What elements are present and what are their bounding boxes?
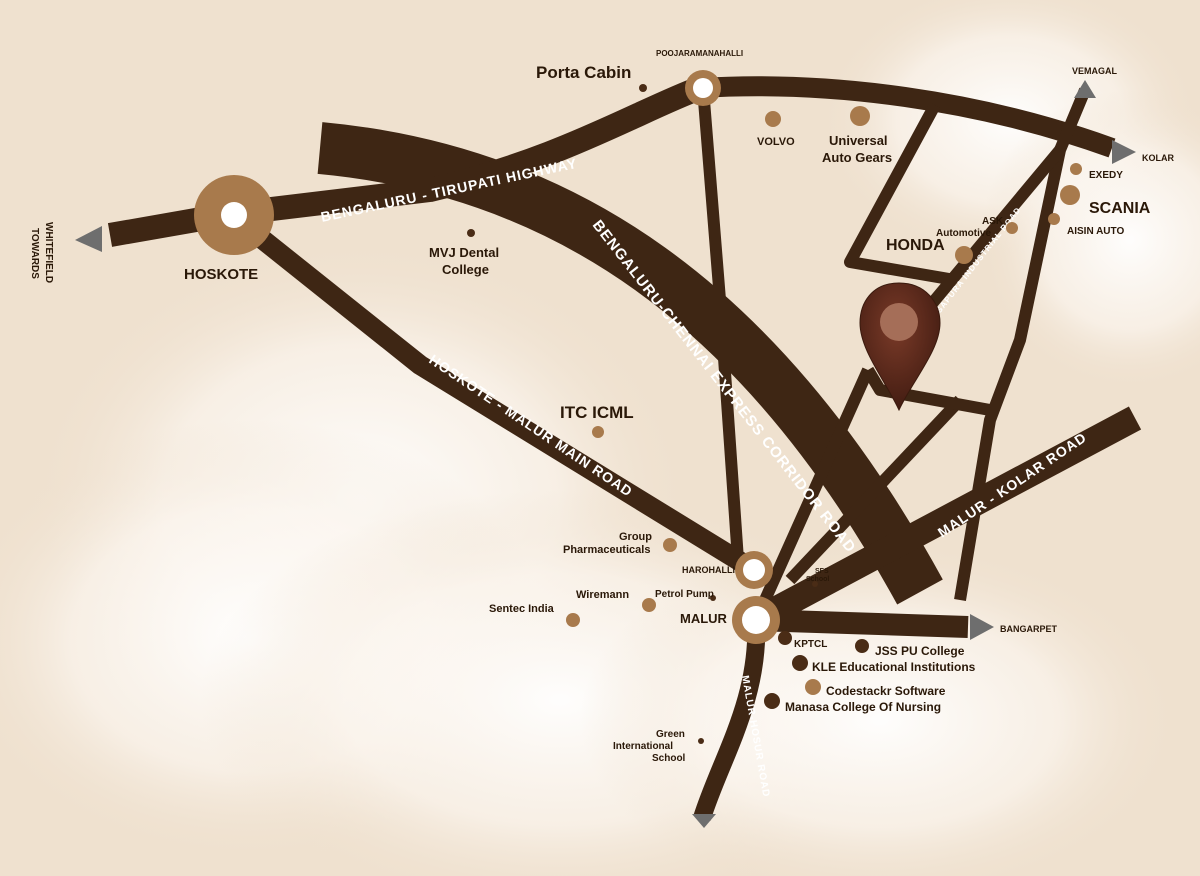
dot-itc [592, 426, 604, 438]
label-kle: KLE Educational Institutions [812, 660, 976, 674]
label-ask-1: ASK [982, 216, 1004, 227]
dot-green [698, 738, 704, 744]
label-kptcl: KPTCL [794, 639, 827, 650]
label-malur-kolar: MALUR - KOLAR ROAD [935, 429, 1090, 541]
dot-group [663, 538, 677, 552]
direction-labels: TOWARDS WHITEFIELD KOLAR VEMAGAL BANGARP… [29, 66, 1174, 634]
road-pin-link [862, 366, 992, 416]
isapura-industrial-road [905, 146, 1065, 334]
malur-kolar-road [749, 406, 1142, 632]
label-harohalli: HAROHALLI [682, 565, 735, 575]
label-group-1: Group [619, 531, 652, 543]
dot-sfs [812, 581, 818, 587]
arrow-bangarpet-icon [970, 614, 994, 640]
label-codestackr: Codestackr Software [826, 684, 946, 698]
dir-kolar: KOLAR [1142, 153, 1174, 163]
road-to-bangarpet [755, 609, 969, 638]
bengaluru-chennai-corridor [317, 122, 943, 605]
label-universal-1: Universal [829, 133, 888, 148]
road-network [107, 76, 1142, 821]
dot-porta-cabin [639, 84, 647, 92]
road-malur-north [750, 367, 874, 623]
dot-mvj [467, 229, 475, 237]
label-malur: MALUR [680, 611, 728, 626]
junctions [194, 70, 780, 644]
label-sfs-2: School [806, 576, 829, 583]
dot-jss [855, 639, 869, 653]
poi-labels: Porta Cabin VOLVO Universal Auto Gears E… [429, 63, 1151, 764]
label-petrol: Petrol Pump [655, 589, 714, 600]
bengaluru-tirupati-highway [107, 76, 705, 247]
arrow-whitefield-icon [75, 226, 102, 252]
road-to-kolar [699, 76, 1116, 158]
location-pin-icon[interactable] [859, 282, 941, 412]
dot-aisin [1048, 213, 1060, 225]
hoskote-malur-main-road [225, 207, 760, 579]
dot-codestackr [805, 679, 821, 695]
dir-bangarpet: BANGARPET [1000, 624, 1058, 634]
junction-malur [732, 596, 780, 644]
dir-vemagal: VEMAGAL [1072, 66, 1118, 76]
label-volvo: VOLVO [757, 136, 795, 148]
dot-honda [955, 246, 973, 264]
dot-scania [1060, 185, 1080, 205]
dot-exedy [1070, 163, 1082, 175]
poi-markers [467, 84, 1082, 744]
label-itc: ITC ICML [560, 403, 634, 422]
dot-kle [792, 655, 808, 671]
dir-towards: TOWARDS [29, 228, 40, 279]
junction-hoskote [194, 175, 274, 255]
malur-hosur-road [693, 619, 766, 821]
dot-sentec [566, 613, 580, 627]
dot-ask [1006, 222, 1018, 234]
dir-whitefield: WHITEFIELD [43, 222, 54, 283]
label-sfs-1: SFS [815, 568, 829, 575]
label-mvj-1: MVJ Dental [429, 245, 499, 260]
label-group-2: Pharmaceuticals [563, 544, 650, 556]
dot-manasa [764, 693, 780, 709]
label-mvj-2: College [442, 262, 489, 277]
label-porta-cabin: Porta Cabin [536, 63, 631, 82]
label-honda: HONDA [886, 237, 945, 254]
arrow-hosur-icon [692, 814, 716, 828]
label-jss: JSS PU College [875, 644, 965, 658]
direction-arrows [75, 80, 1136, 828]
dot-universal [850, 106, 870, 126]
arrow-vemagal-icon [1074, 80, 1096, 98]
label-universal-2: Auto Gears [822, 150, 892, 165]
label-sentec: Sentec India [489, 603, 555, 615]
label-green-2: International [613, 741, 673, 752]
dot-wiremann [642, 598, 656, 612]
dot-kptcl [778, 631, 792, 645]
junction-poojaramanahalli [685, 70, 721, 106]
dot-volvo [765, 111, 781, 127]
junction-labels: HOSKOTE POOJARAMANAHALLI HAROHALLI MALUR [184, 49, 743, 626]
label-green-1: Green [656, 729, 685, 740]
junction-harohalli [735, 551, 773, 589]
label-ask-2: Automotive [936, 228, 991, 239]
label-manasa: Manasa College Of Nursing [785, 700, 941, 714]
dot-petrol [710, 595, 716, 601]
label-green-3: School [652, 753, 686, 764]
arrow-kolar-icon [1112, 140, 1136, 164]
road-poojaramanahalli-south [697, 87, 744, 561]
road-industrial-loop [844, 102, 957, 286]
label-aisin: AISIN AUTO [1067, 226, 1124, 237]
label-hoskote: HOSKOTE [184, 266, 258, 283]
road-industrial-north [954, 87, 1091, 601]
road-malur-northeast [785, 395, 965, 585]
label-exedy: EXEDY [1089, 170, 1123, 181]
label-wiremann: Wiremann [576, 589, 629, 601]
label-scania: SCANIA [1089, 200, 1151, 217]
label-poojaramanahalli: POOJARAMANAHALLI [656, 49, 743, 58]
